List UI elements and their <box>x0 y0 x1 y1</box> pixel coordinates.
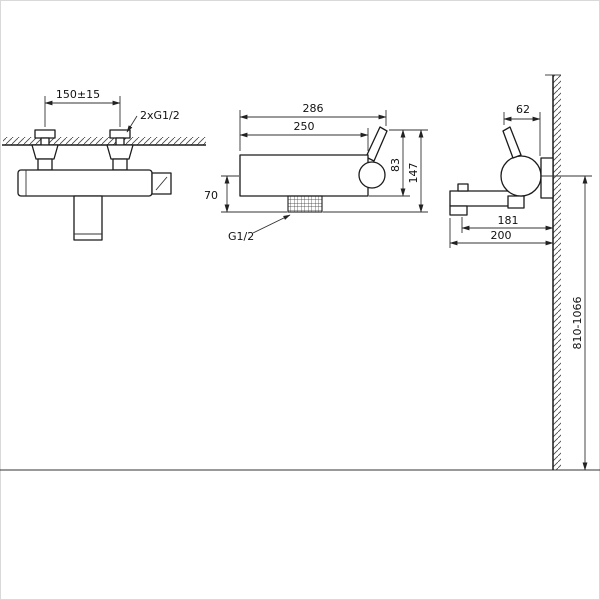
bottom-outlet <box>287 195 323 213</box>
wall-hatch-left <box>2 137 206 146</box>
dimension-spout-reach: 181 <box>461 214 554 233</box>
lever-depth-label: 62 <box>516 103 530 116</box>
connection-label: 2xG1/2 <box>140 109 180 122</box>
supply-fitting-right <box>106 129 134 171</box>
overall-height-label: 147 <box>407 163 420 184</box>
hole-spacing-label: 150±15 <box>56 88 100 101</box>
spout-nozzle <box>449 205 468 216</box>
dimension-hole-spacing: 150±15 <box>44 88 121 127</box>
shower-hose-outlet <box>507 195 525 209</box>
dimension-lower-height: 70 <box>204 175 287 213</box>
tub-spout-side <box>449 190 516 207</box>
wall-hatch-right <box>545 74 561 470</box>
diverter-knob <box>457 183 469 192</box>
dimension-overall-width: 286 <box>239 102 387 151</box>
lower-height-label: 70 <box>204 189 218 202</box>
dimension-lever-depth: 62 <box>503 103 541 156</box>
upper-height-label: 83 <box>389 158 402 172</box>
dimension-body-width: 250 <box>239 120 369 151</box>
mounting-height-label: 810-1066 <box>571 297 584 350</box>
side-view: 62 181 200 810-1066 <box>449 103 592 471</box>
overall-depth-label: 200 <box>491 229 512 242</box>
dimension-overall-depth: 200 <box>449 218 554 248</box>
tub-spout-front <box>73 195 103 241</box>
lever-flange <box>358 161 386 189</box>
outlet-thread-callout: G1/2 <box>228 214 291 243</box>
dimension-overall-height: 147 <box>323 129 428 213</box>
dimension-view: 286 250 83 147 70 <box>204 102 428 243</box>
connection-callout: 2xG1/2 <box>126 109 180 133</box>
dimension-mounting-height: 810-1066 <box>540 175 592 471</box>
outlet-thread-label: G1/2 <box>228 230 254 243</box>
lever-handle-front <box>365 126 388 162</box>
spout-reach-label: 181 <box>498 214 519 227</box>
front-view: 150±15 2xG1/2 <box>17 88 180 241</box>
mixer-body-dim <box>239 154 369 197</box>
mixer-body-side <box>500 155 542 197</box>
overall-width-label: 286 <box>303 102 324 115</box>
body-width-label: 250 <box>294 120 315 133</box>
temperature-handle <box>151 172 172 195</box>
supply-fitting-left <box>31 129 59 171</box>
mixer-body-front <box>17 169 153 197</box>
lever-handle-side <box>502 126 522 159</box>
wall-escutcheon <box>540 157 554 199</box>
